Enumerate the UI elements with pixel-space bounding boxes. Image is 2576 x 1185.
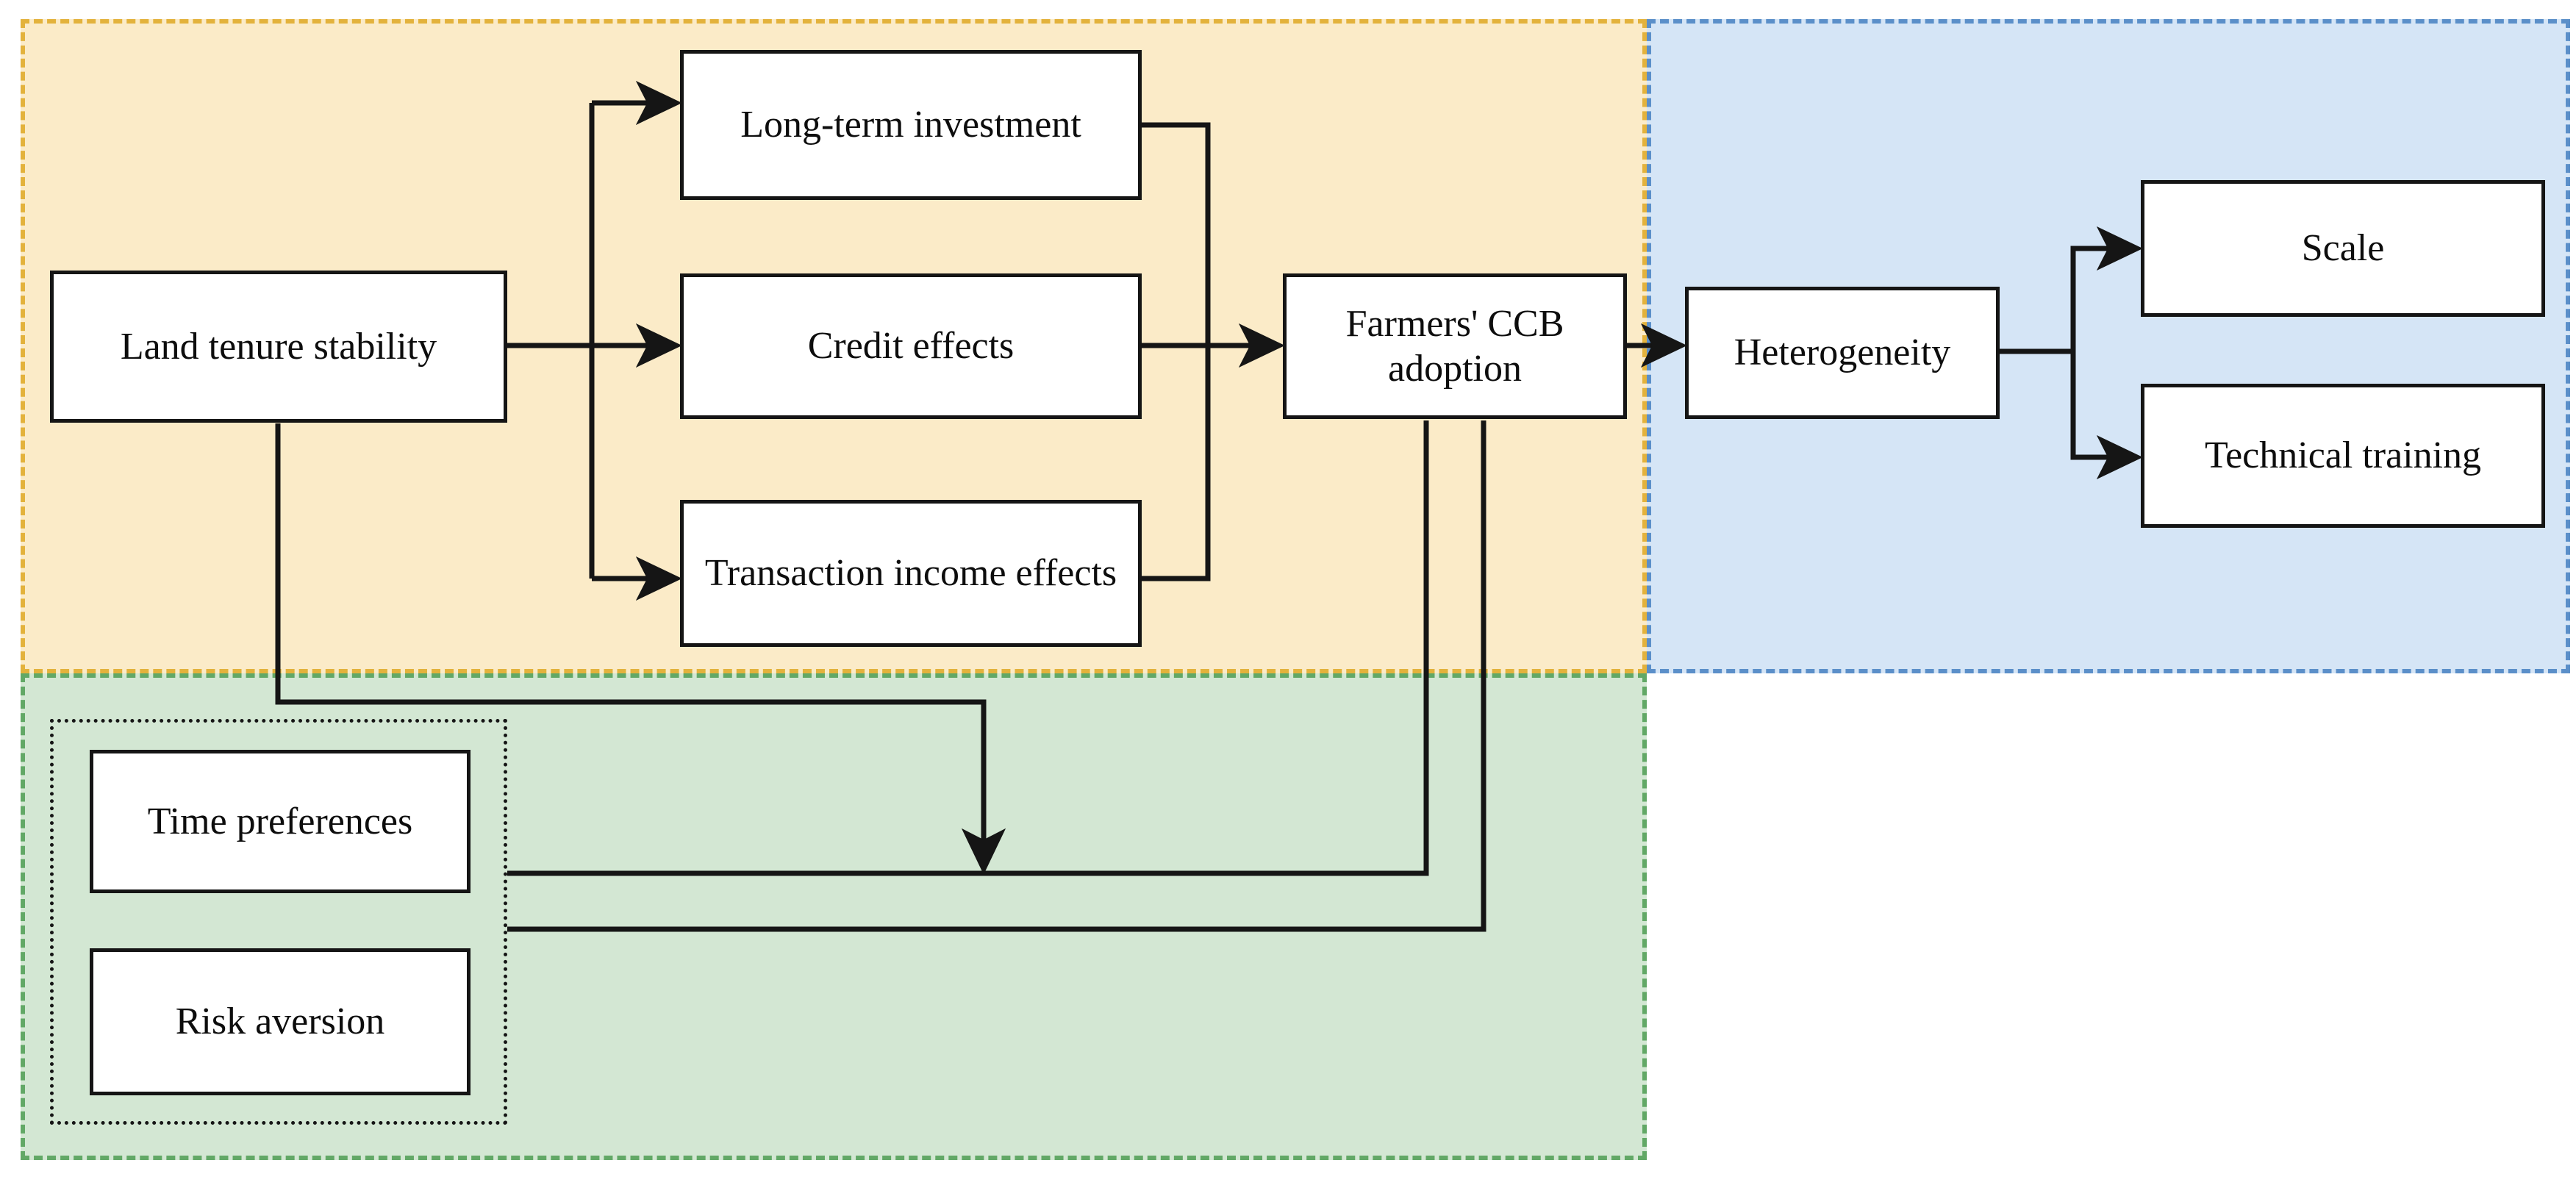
- node-long-term-investment[interactable]: Long-term investment: [680, 50, 1142, 200]
- node-label: Credit effects: [807, 325, 1015, 368]
- wire-preferences-rail-lower: [507, 420, 1486, 932]
- wire-preferences-rail-upper: [507, 420, 1429, 876]
- node-label: Time preferences: [147, 800, 413, 842]
- node-label: Technical training: [2204, 434, 2482, 477]
- node-time-preferences[interactable]: Time preferences: [90, 750, 471, 893]
- group-behavioural-preferences: [50, 719, 507, 1125]
- node-farmers-ccb-adoption[interactable]: Farmers' CCB adoption: [1283, 273, 1627, 419]
- node-land-tenure-stability[interactable]: Land tenure stability: [50, 271, 507, 423]
- wire-lts-to-preferences: [275, 423, 1006, 875]
- wire-heterogeneity-to-scale: [2070, 226, 2143, 351]
- node-label: Transaction income effects: [704, 552, 1117, 595]
- node-label: Heterogeneity: [1734, 332, 1951, 374]
- node-transaction-income-effects[interactable]: Transaction income effects: [680, 500, 1142, 647]
- node-label: Scale: [2301, 227, 2385, 270]
- node-credit-effects[interactable]: Credit effects: [680, 273, 1142, 419]
- node-label: Long-term investment: [740, 104, 1081, 146]
- wire-transaction-to-merge: [1142, 346, 1211, 581]
- node-technical-training[interactable]: Technical training: [2141, 384, 2545, 528]
- node-risk-aversion[interactable]: Risk aversion: [90, 948, 471, 1095]
- node-label: Farmers' CCB adoption: [1345, 302, 1564, 390]
- node-heterogeneity[interactable]: Heterogeneity: [1685, 287, 2000, 419]
- node-scale[interactable]: Scale: [2141, 180, 2545, 317]
- wire-longterm-to-merge: [1142, 122, 1211, 346]
- wire-heterogeneity-to-technical-training: [2070, 351, 2143, 480]
- node-label: Risk aversion: [175, 1000, 385, 1043]
- node-label: Land tenure stability: [120, 325, 437, 368]
